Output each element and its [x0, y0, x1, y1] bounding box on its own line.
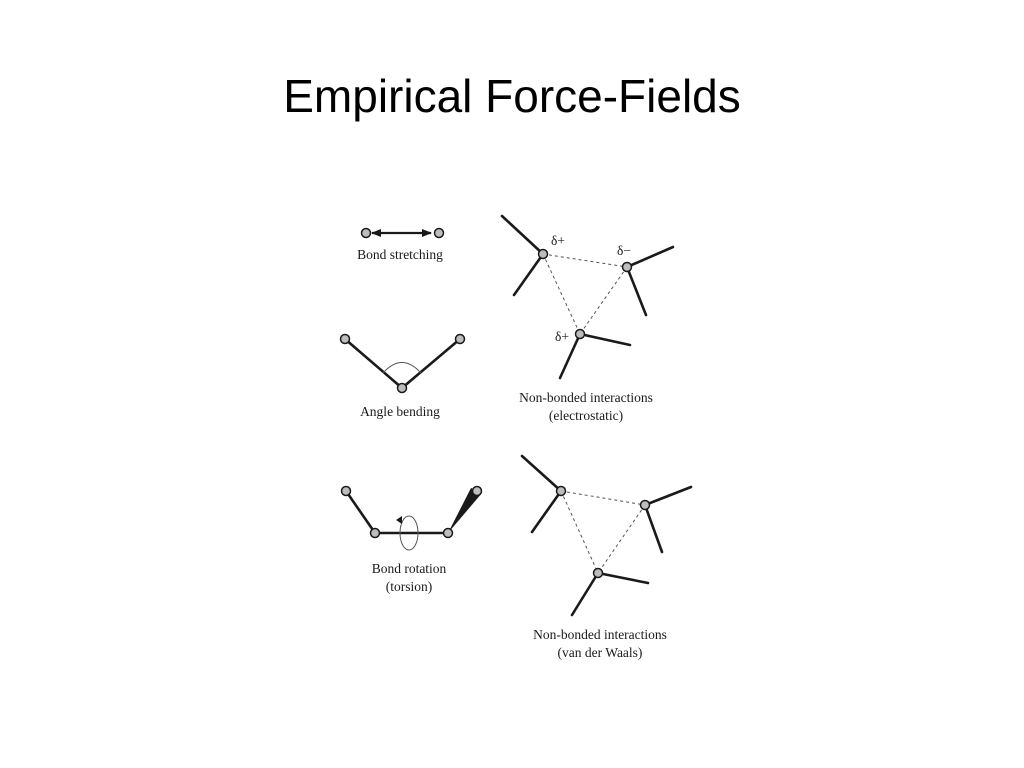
atom	[471, 485, 483, 497]
slide-title: Empirical Force-Fields	[283, 70, 741, 122]
van-der-waals-subcaption: (van der Waals)	[558, 645, 643, 660]
angle-bending-figure: Angle bending	[339, 333, 466, 419]
atom	[621, 261, 633, 273]
atom	[574, 328, 586, 340]
atom	[340, 485, 352, 497]
atom	[433, 227, 445, 239]
van-der-waals-figure: Non-bonded interactions (van der Waals)	[520, 454, 693, 660]
bond-stretching-label: Bond stretching	[357, 247, 443, 262]
electrostatic-subcaption: (electrostatic)	[549, 408, 623, 423]
charge-label: δ+	[551, 233, 565, 248]
wedge-bond	[448, 488, 482, 533]
rotation-arrow	[399, 515, 419, 551]
charge-label: δ−	[617, 243, 631, 258]
atom	[369, 527, 381, 539]
electrostatic-figure: δ+ δ− δ+ Non-bonded interactions (electr…	[500, 214, 675, 423]
atom	[537, 248, 549, 260]
atom	[639, 499, 651, 511]
atom	[454, 333, 466, 345]
electrostatic-caption: Non-bonded interactions	[519, 390, 653, 405]
atom	[396, 382, 408, 394]
atom	[592, 567, 604, 579]
atom	[339, 333, 351, 345]
bond-stretching-figure: Bond stretching	[357, 227, 445, 262]
van-der-waals-caption: Non-bonded interactions	[533, 627, 667, 642]
charge-label: δ+	[555, 329, 569, 344]
atom	[555, 485, 567, 497]
angle-arc	[382, 362, 422, 374]
torsion-label: (torsion)	[386, 579, 433, 594]
atom	[360, 227, 372, 239]
atom	[442, 527, 454, 539]
angle-bending-label: Angle bending	[360, 404, 440, 419]
bond-rotation-label: Bond rotation	[372, 561, 447, 576]
bond-rotation-figure: Bond rotation (torsion)	[340, 485, 483, 594]
